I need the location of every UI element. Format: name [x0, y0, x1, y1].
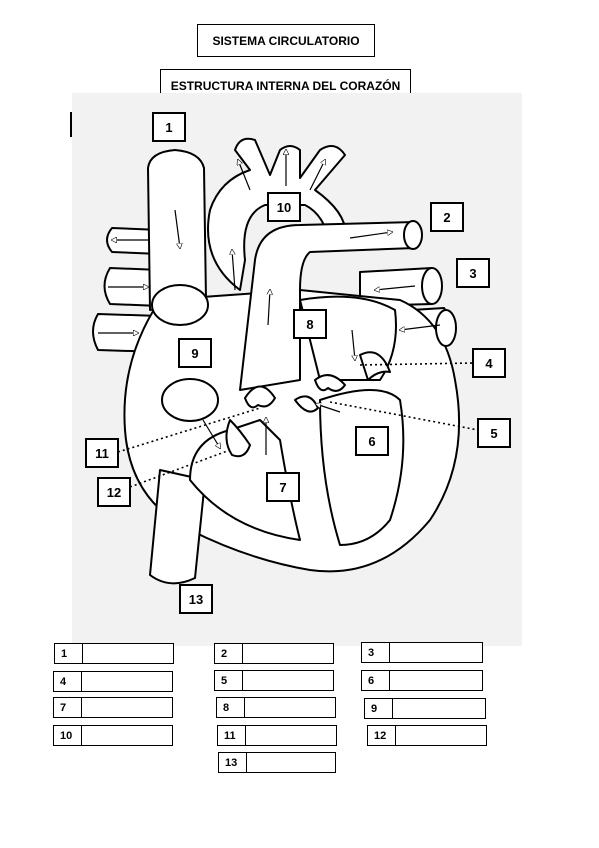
- answer-row-3: 3: [361, 642, 483, 663]
- svg-text:12: 12: [107, 485, 121, 500]
- answer-row-4: 4: [53, 671, 173, 692]
- pulmonary-valve: [244, 385, 276, 409]
- svg-text:7: 7: [279, 480, 286, 495]
- diagram-label-6: 6: [355, 426, 389, 456]
- answer-number: 9: [365, 699, 393, 718]
- answer-row-9: 9: [364, 698, 486, 719]
- answer-number: 7: [54, 698, 82, 717]
- flow-arrow-12: [400, 324, 441, 330]
- answer-blank-field[interactable]: [390, 671, 482, 690]
- pulmonary-artery-opening: [403, 220, 423, 250]
- tricuspid-valve: [225, 419, 251, 458]
- answer-row-7: 7: [53, 697, 173, 718]
- aorta: [207, 137, 347, 291]
- diagram-label-2: 2: [430, 202, 464, 232]
- answer-number: 11: [218, 726, 246, 745]
- flow-arrow-9: [349, 232, 392, 239]
- vein-opening-1: [421, 267, 443, 305]
- answer-blank-field[interactable]: [82, 698, 172, 717]
- svg-text:13: 13: [189, 592, 203, 607]
- diagram-label-10: 10: [267, 192, 301, 222]
- diagram-label-4: 4: [472, 348, 506, 378]
- answer-blank-field[interactable]: [243, 644, 333, 663]
- answer-number: 8: [217, 698, 245, 717]
- diagram-label-1: 1: [152, 112, 186, 142]
- flow-arrow-8: [232, 250, 236, 291]
- answer-row-8: 8: [216, 697, 336, 718]
- diagram-label-13: 13: [179, 584, 213, 614]
- answer-number: 12: [368, 726, 396, 745]
- vein-opening-2: [435, 309, 457, 347]
- answer-number: 4: [54, 672, 82, 691]
- svg-text:3: 3: [469, 266, 476, 281]
- answer-row-11: 11: [217, 725, 337, 746]
- diagram-label-11: 11: [85, 438, 119, 468]
- flow-arrow-7: [309, 160, 325, 191]
- answer-row-12: 12: [367, 725, 487, 746]
- diagram-label-3: 3: [456, 258, 490, 288]
- answer-number: 5: [215, 671, 243, 690]
- answer-number: 6: [362, 671, 390, 690]
- answer-row-1: 1: [54, 643, 174, 664]
- flow-arrow-13: [351, 329, 355, 360]
- coronary-sinus: [161, 378, 219, 422]
- answer-blank-field[interactable]: [396, 726, 486, 745]
- answer-row-6: 6: [361, 670, 483, 691]
- svg-text:1: 1: [165, 120, 172, 135]
- answer-blank-field[interactable]: [245, 698, 335, 717]
- page-title: SISTEMA CIRCULATORIO: [197, 24, 375, 57]
- diagram-label-8: 8: [293, 309, 327, 339]
- answer-number: 1: [55, 644, 83, 663]
- answer-blank-field[interactable]: [390, 643, 482, 662]
- svg-text:8: 8: [306, 317, 313, 332]
- mitral-valve-2: [359, 351, 391, 381]
- answer-row-13: 13: [218, 752, 336, 773]
- answer-number: 2: [215, 644, 243, 663]
- svg-text:4: 4: [485, 356, 493, 371]
- answer-row-10: 10: [53, 725, 173, 746]
- mitral-valve: [314, 374, 346, 392]
- answer-blank-field[interactable]: [83, 644, 173, 663]
- answer-row-5: 5: [214, 670, 334, 691]
- leader-5: [329, 401, 479, 431]
- flow-arrow-5: [238, 160, 251, 191]
- svg-text:9: 9: [191, 346, 198, 361]
- left-pulmonary-vein-1: [106, 227, 161, 255]
- svg-text:5: 5: [490, 426, 497, 441]
- answer-row-2: 2: [214, 643, 334, 664]
- answer-number: 13: [219, 753, 247, 772]
- answer-number: 3: [362, 643, 390, 662]
- flow-arrow-16: [316, 404, 341, 413]
- answer-blank-field[interactable]: [246, 726, 336, 745]
- leader-4: [359, 362, 474, 366]
- inferior-vena-cava: [149, 469, 206, 585]
- svg-text:2: 2: [443, 210, 450, 225]
- answer-blank-field[interactable]: [243, 671, 333, 690]
- answer-blank-field[interactable]: [247, 753, 335, 772]
- diagram-label-5: 5: [477, 418, 511, 448]
- svg-text:10: 10: [277, 200, 291, 215]
- answer-blank-field[interactable]: [82, 726, 172, 745]
- svc-opening: [151, 284, 209, 326]
- diagram-label-9: 9: [178, 338, 212, 368]
- answer-blank-field[interactable]: [393, 699, 485, 718]
- diagram-label-12: 12: [97, 477, 131, 507]
- svg-text:6: 6: [368, 434, 375, 449]
- flow-arrow-11: [375, 285, 416, 290]
- answer-number: 10: [54, 726, 82, 745]
- superior-vena-cava: [147, 149, 207, 311]
- svg-text:11: 11: [95, 446, 109, 461]
- flow-arrow-10: [268, 290, 270, 326]
- diagram-label-7: 7: [266, 472, 300, 502]
- answer-blank-field[interactable]: [82, 672, 172, 691]
- flow-arrow-1: [174, 209, 180, 248]
